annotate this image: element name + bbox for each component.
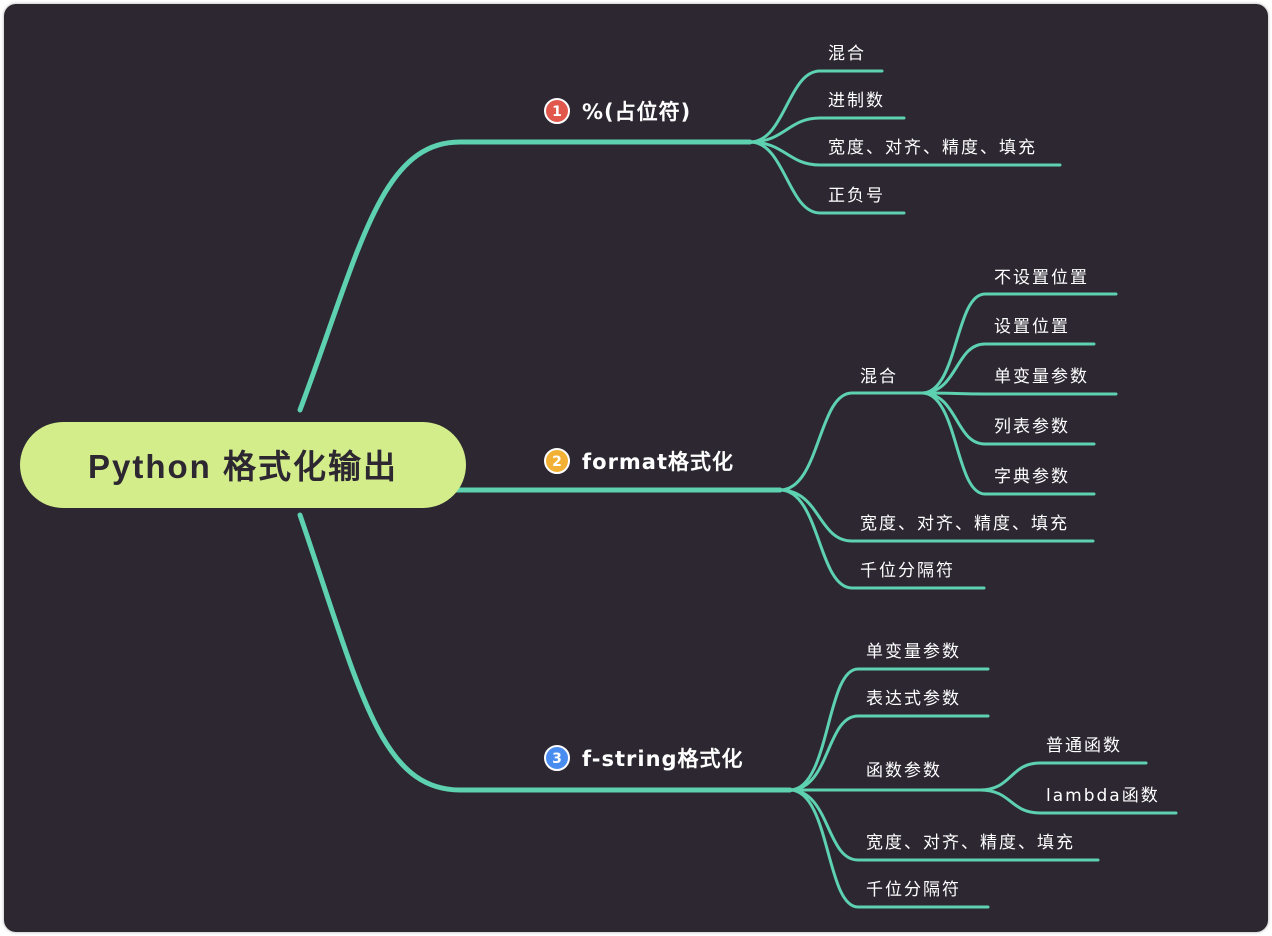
branch-2-label: format格式化 (582, 450, 734, 474)
branch-2-child-3[interactable]: 千位分隔符 (860, 561, 955, 581)
connector-b2-mix-leaf-5 (920, 391, 1096, 496)
connector-b3-func-leaf-2 (978, 788, 1178, 815)
connector-b3-child-1 (788, 667, 990, 792)
branch-3-func-leaf-2[interactable]: lambda函数 (1046, 786, 1160, 806)
connector-b2-mix-leaf-1 (920, 292, 1118, 395)
connector-b1-leaf-2 (748, 116, 906, 144)
branch-1-leaf-2[interactable]: 进制数 (828, 91, 885, 111)
branch-2-mix-leaf-5[interactable]: 字典参数 (994, 467, 1070, 487)
branch-2-mix-leaf-2[interactable]: 设置位置 (994, 317, 1070, 337)
connector-root-branch-1 (297, 139, 753, 413)
connector-b3-child-5 (788, 788, 990, 909)
branch-1-leaf-4[interactable]: 正负号 (828, 186, 885, 206)
connector-b3-child-2 (788, 714, 990, 792)
root-node[interactable] (20, 422, 466, 508)
connector-b1-leaf-4 (748, 140, 906, 215)
badge-1-icon (544, 98, 570, 124)
branch-1-label: %(占位符) (582, 100, 691, 124)
badge-3-icon (544, 745, 570, 771)
branch-3-child-5[interactable]: 千位分隔符 (866, 880, 961, 900)
branch-2-child-2[interactable]: 宽度、对齐、精度、填充 (860, 514, 1069, 534)
branch-2-child-1[interactable]: 混合 (860, 367, 898, 387)
branch-3-child-1[interactable]: 单变量参数 (866, 642, 961, 662)
branch-3-child-2[interactable]: 表达式参数 (866, 689, 961, 709)
branch-1-leaf-3[interactable]: 宽度、对齐、精度、填充 (828, 138, 1037, 158)
branch-1-node[interactable]: 1 %(占位符) (544, 98, 691, 124)
connector-b3-func-leaf-1 (978, 761, 1148, 792)
badge-2-number: 2 (552, 454, 562, 470)
branch-2-mix-leaf-4[interactable]: 列表参数 (994, 417, 1070, 437)
branch-3-child-4[interactable]: 宽度、对齐、精度、填充 (866, 833, 1075, 853)
connector-b2-mix-leaf-3 (920, 391, 1118, 396)
connector-b2-child-1 (778, 391, 924, 492)
connector-root-branch-3 (297, 512, 793, 793)
badge-3-number: 3 (552, 751, 562, 767)
badge-2-icon (544, 448, 570, 474)
branch-1-leaf-1[interactable]: 混合 (828, 44, 866, 64)
branch-2-node[interactable]: 2 format格式化 (544, 448, 734, 474)
badge-1-number: 1 (552, 104, 562, 120)
branch-3-label: f-string格式化 (582, 747, 744, 771)
root-label: Python 格式化输出 (88, 448, 398, 485)
connector-b2-child-3 (778, 488, 986, 590)
branch-3-child-3[interactable]: 函数参数 (866, 761, 942, 781)
connector-b1-leaf-3 (748, 140, 1062, 167)
branch-2-mix-leaf-3[interactable]: 单变量参数 (994, 367, 1089, 387)
connector-b2-mix-leaf-2 (920, 342, 1096, 395)
branch-3-func-leaf-1[interactable]: 普通函数 (1046, 736, 1122, 756)
branch-3-node[interactable]: 3 f-string格式化 (544, 745, 744, 771)
branch-2-mix-leaf-1[interactable]: 不设置位置 (994, 268, 1089, 288)
connector-b1-leaf-1 (748, 69, 884, 144)
